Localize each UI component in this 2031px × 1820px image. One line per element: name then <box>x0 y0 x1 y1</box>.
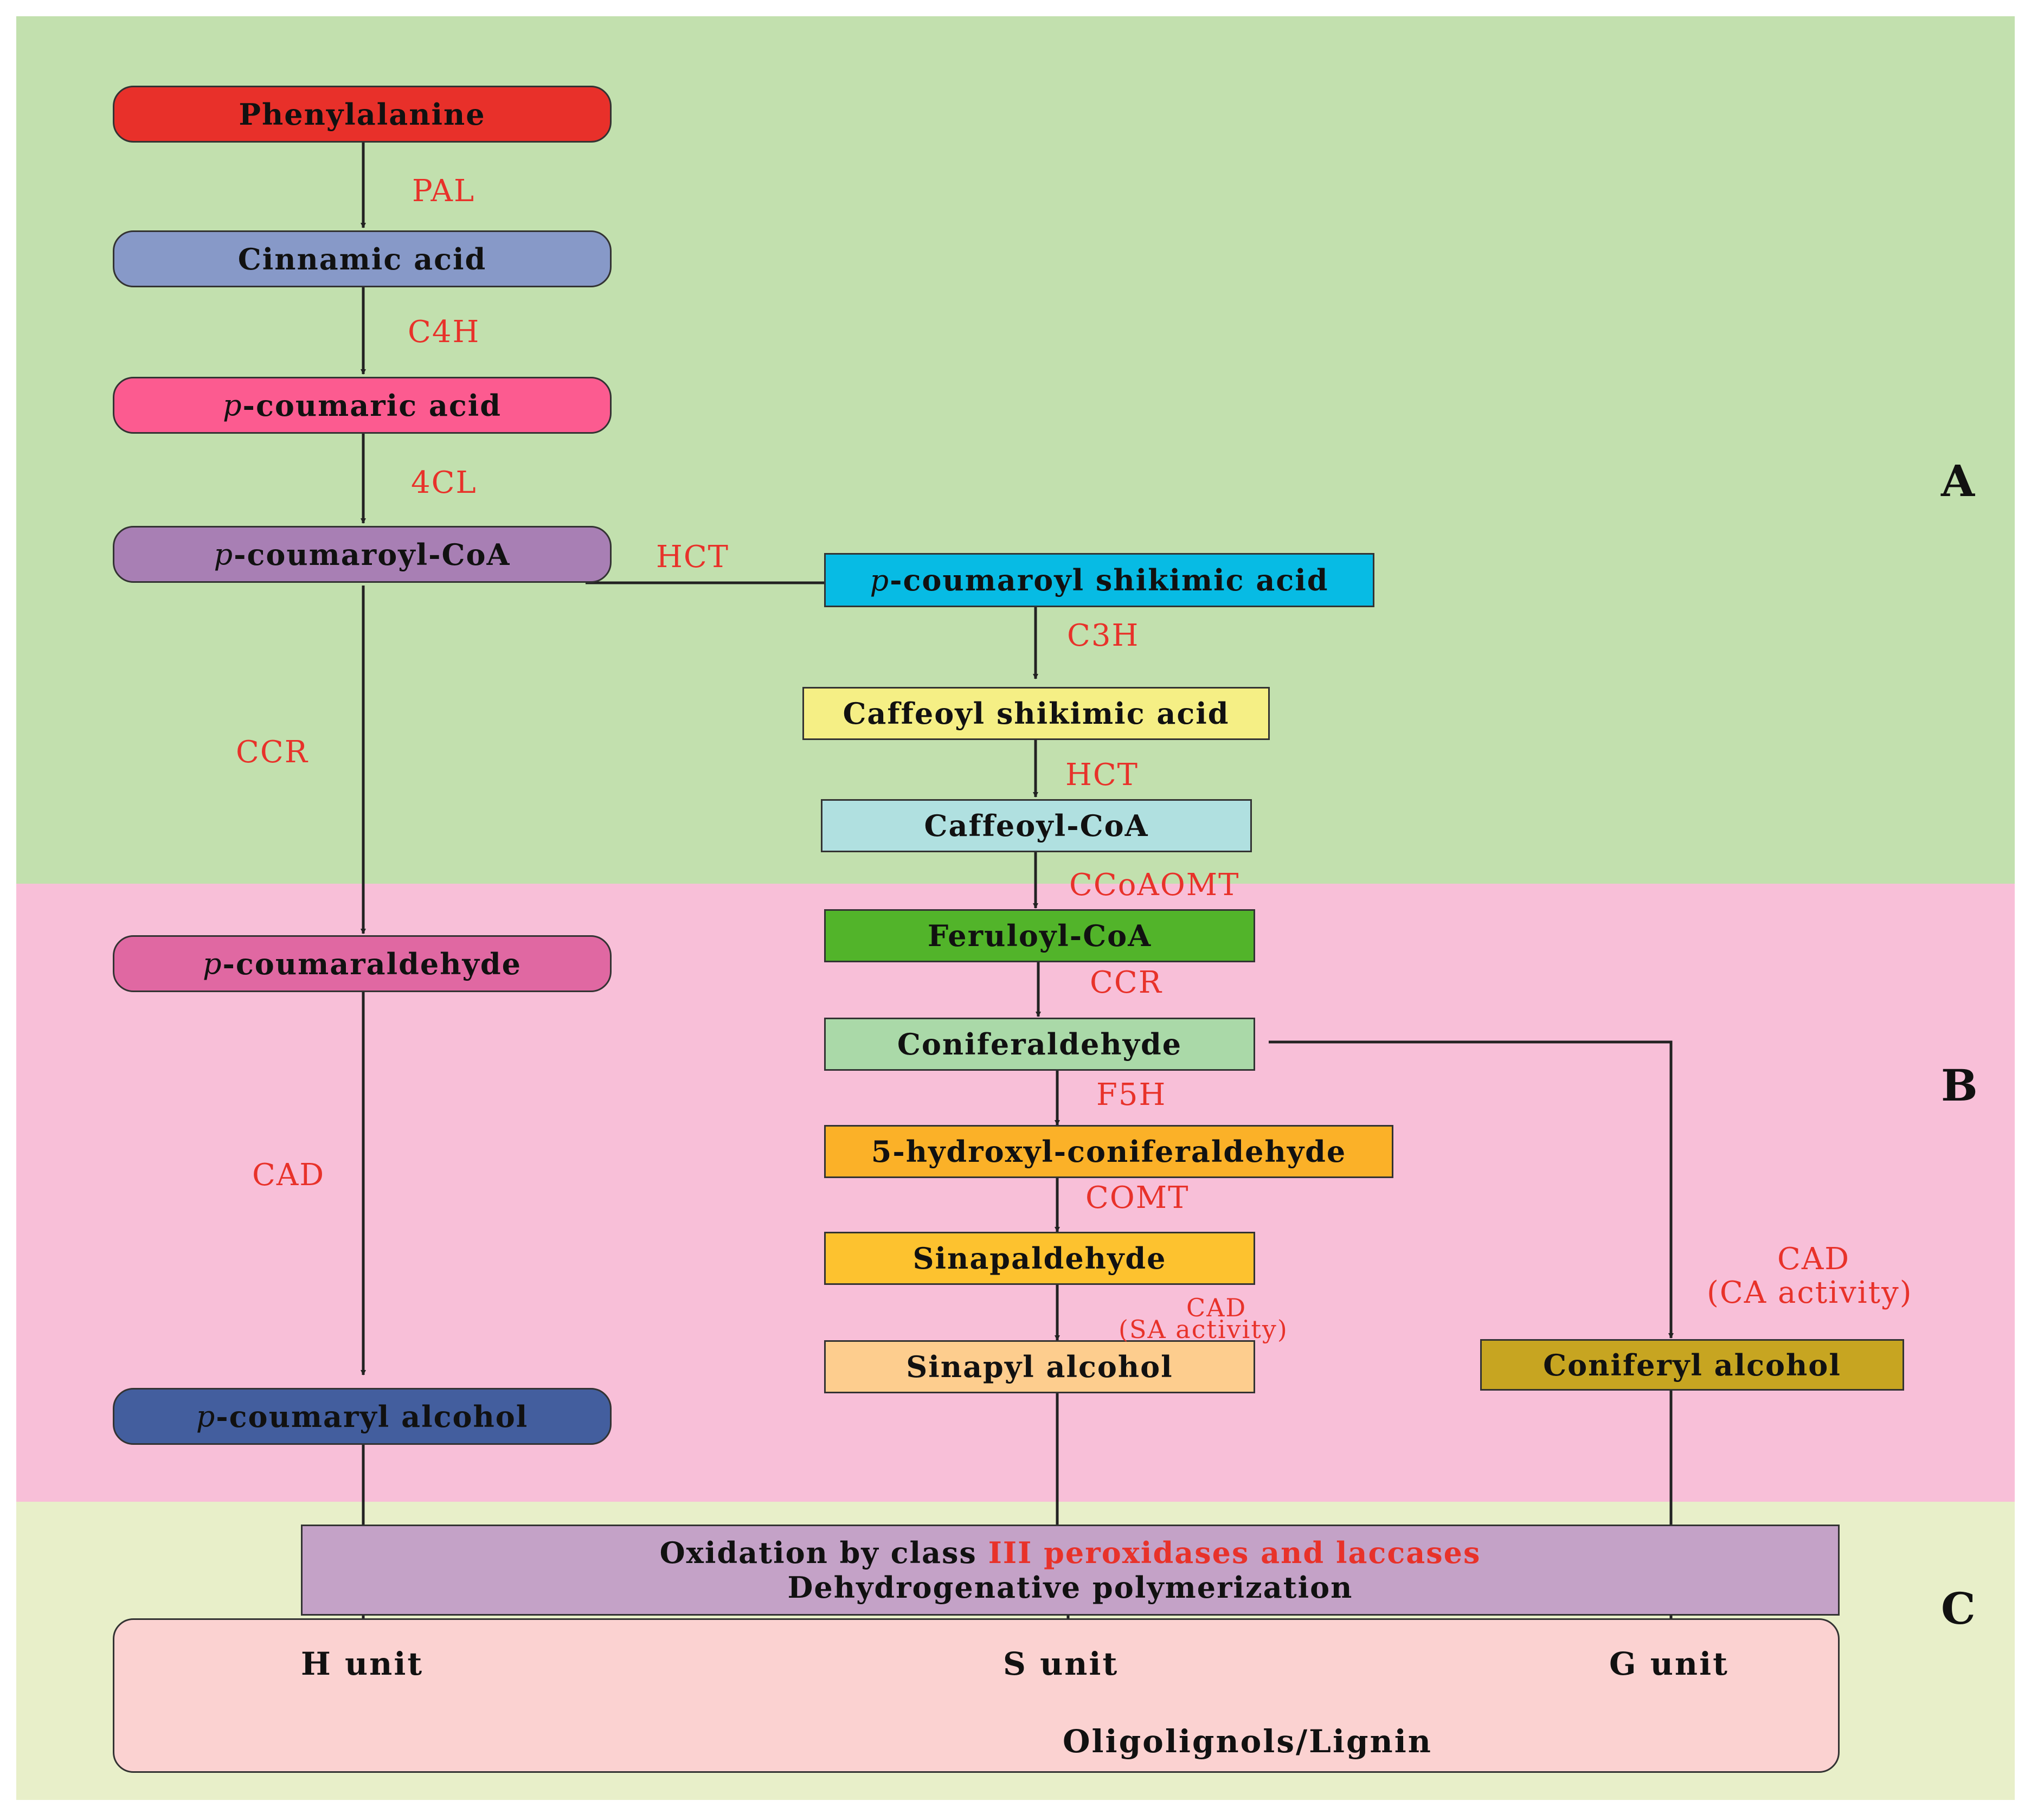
oxidation-line-1: Oxidation by class III peroxidases and l… <box>660 1535 1481 1570</box>
node-coniferaldehyde-label: Coniferaldehyde <box>897 1027 1182 1062</box>
lignin-box <box>113 1618 1840 1773</box>
node-p-coumaroyl-coa-prefix: p <box>214 537 234 571</box>
oligolignols-lignin-label: Oligolignols/Lignin <box>1063 1723 1432 1760</box>
node-5-hydroxyl-coniferaldehyde-label: 5-hydroxyl-coniferaldehyde <box>871 1134 1347 1169</box>
enzyme-cad-ca: CAD <box>1777 1242 1850 1277</box>
node-p-coumaroyl-shikimic-acid: p-coumaroyl shikimic acid <box>824 553 1374 607</box>
node-phenylalanine: Phenylalanine <box>113 86 612 143</box>
node-feruloyl-coa-label: Feruloyl-CoA <box>927 918 1152 953</box>
node-sinapyl-alcohol: Sinapyl alcohol <box>824 1340 1255 1393</box>
section-label-b: B <box>1941 1060 1978 1111</box>
node-sinapyl-alcohol-label: Sinapyl alcohol <box>906 1349 1173 1384</box>
node-p-coumaric-acid: p-coumaric acid <box>113 377 612 434</box>
node-p-coumaraldehyde: p-coumaraldehyde <box>113 935 612 992</box>
enzyme-comt: COMT <box>1085 1180 1190 1216</box>
enzyme-hct-branch: HCT <box>656 539 730 575</box>
node-p-coumaroyl-coa: p-coumaroyl-CoA <box>113 526 612 583</box>
enzyme-pal: PAL <box>412 173 475 209</box>
node-sinapaldehyde: Sinapaldehyde <box>824 1232 1255 1285</box>
section-label-c: C <box>1941 1583 1976 1634</box>
node-p-coumaraldehyde-prefix: p <box>202 947 223 981</box>
node-caffeoyl-shikimic-acid: Caffeoyl shikimic acid <box>802 687 1270 740</box>
enzyme-cad-left: CAD <box>252 1157 325 1193</box>
g-unit-label: G unit <box>1609 1645 1729 1682</box>
enzyme-cad-sa-note: (SA activity) <box>1119 1315 1288 1344</box>
enzyme-cad-sa: CAD <box>1186 1293 1247 1322</box>
node-feruloyl-coa: Feruloyl-CoA <box>824 909 1255 962</box>
arrow-cad-ca <box>1269 1040 1674 1339</box>
node-p-coumaryl-alcohol: p-coumaryl alcohol <box>113 1388 612 1445</box>
oxidation-line-1-black: Oxidation by class <box>659 1535 988 1570</box>
node-caffeoyl-coa: Caffeoyl-CoA <box>821 799 1252 852</box>
enzyme-hct-mid: HCT <box>1065 757 1139 793</box>
oxidation-line-2: Dehydrogenative polymerization <box>787 1570 1353 1605</box>
node-coniferyl-alcohol-label: Coniferyl alcohol <box>1543 1347 1841 1382</box>
node-p-coumaraldehyde-label: -coumaraldehyde <box>222 946 522 981</box>
node-p-coumaroyl-shikimic-acid-prefix: p <box>870 563 890 597</box>
enzyme-ccoaomt: CCoAOMT <box>1069 867 1240 903</box>
node-p-coumaryl-alcohol-label: -coumaryl alcohol <box>216 1399 529 1434</box>
enzyme-c3h: C3H <box>1067 618 1140 653</box>
enzyme-4cl: 4CL <box>411 465 477 500</box>
node-p-coumaric-acid-prefix: p <box>222 388 243 422</box>
node-caffeoyl-shikimic-acid-label: Caffeoyl shikimic acid <box>843 696 1230 731</box>
node-p-coumaroyl-coa-label: -coumaroyl-CoA <box>234 537 511 572</box>
node-5-hydroxyl-coniferaldehyde: 5-hydroxyl-coniferaldehyde <box>824 1125 1393 1178</box>
node-sinapaldehyde-label: Sinapaldehyde <box>912 1241 1167 1276</box>
node-coniferyl-alcohol: Coniferyl alcohol <box>1480 1339 1904 1391</box>
section-label-a: A <box>1941 455 1975 506</box>
node-p-coumaric-acid-label: -coumaric acid <box>242 388 502 423</box>
oxidation-line-1-red: III peroxidases and laccases <box>988 1535 1481 1570</box>
node-caffeoyl-coa-label: Caffeoyl-CoA <box>924 808 1149 843</box>
enzyme-ccr-mid: CCR <box>1090 965 1162 1000</box>
enzyme-f5h: F5H <box>1096 1077 1167 1112</box>
node-cinnamic-acid-label: Cinnamic acid <box>237 241 487 276</box>
enzyme-cad-ca-note: (CA activity) <box>1707 1275 1913 1310</box>
enzyme-c4h: C4H <box>408 314 480 350</box>
node-p-coumaryl-alcohol-prefix: p <box>196 1399 216 1433</box>
oxidation-box: Oxidation by class III peroxidases and l… <box>301 1525 1840 1616</box>
h-unit-label: H unit <box>301 1645 424 1682</box>
enzyme-ccr-left: CCR <box>236 735 308 770</box>
node-phenylalanine-label: Phenylalanine <box>239 97 486 132</box>
node-cinnamic-acid: Cinnamic acid <box>113 230 612 287</box>
node-p-coumaroyl-shikimic-acid-label: -coumaroyl shikimic acid <box>890 563 1329 597</box>
node-coniferaldehyde: Coniferaldehyde <box>824 1018 1255 1071</box>
s-unit-label: S unit <box>1003 1645 1119 1682</box>
